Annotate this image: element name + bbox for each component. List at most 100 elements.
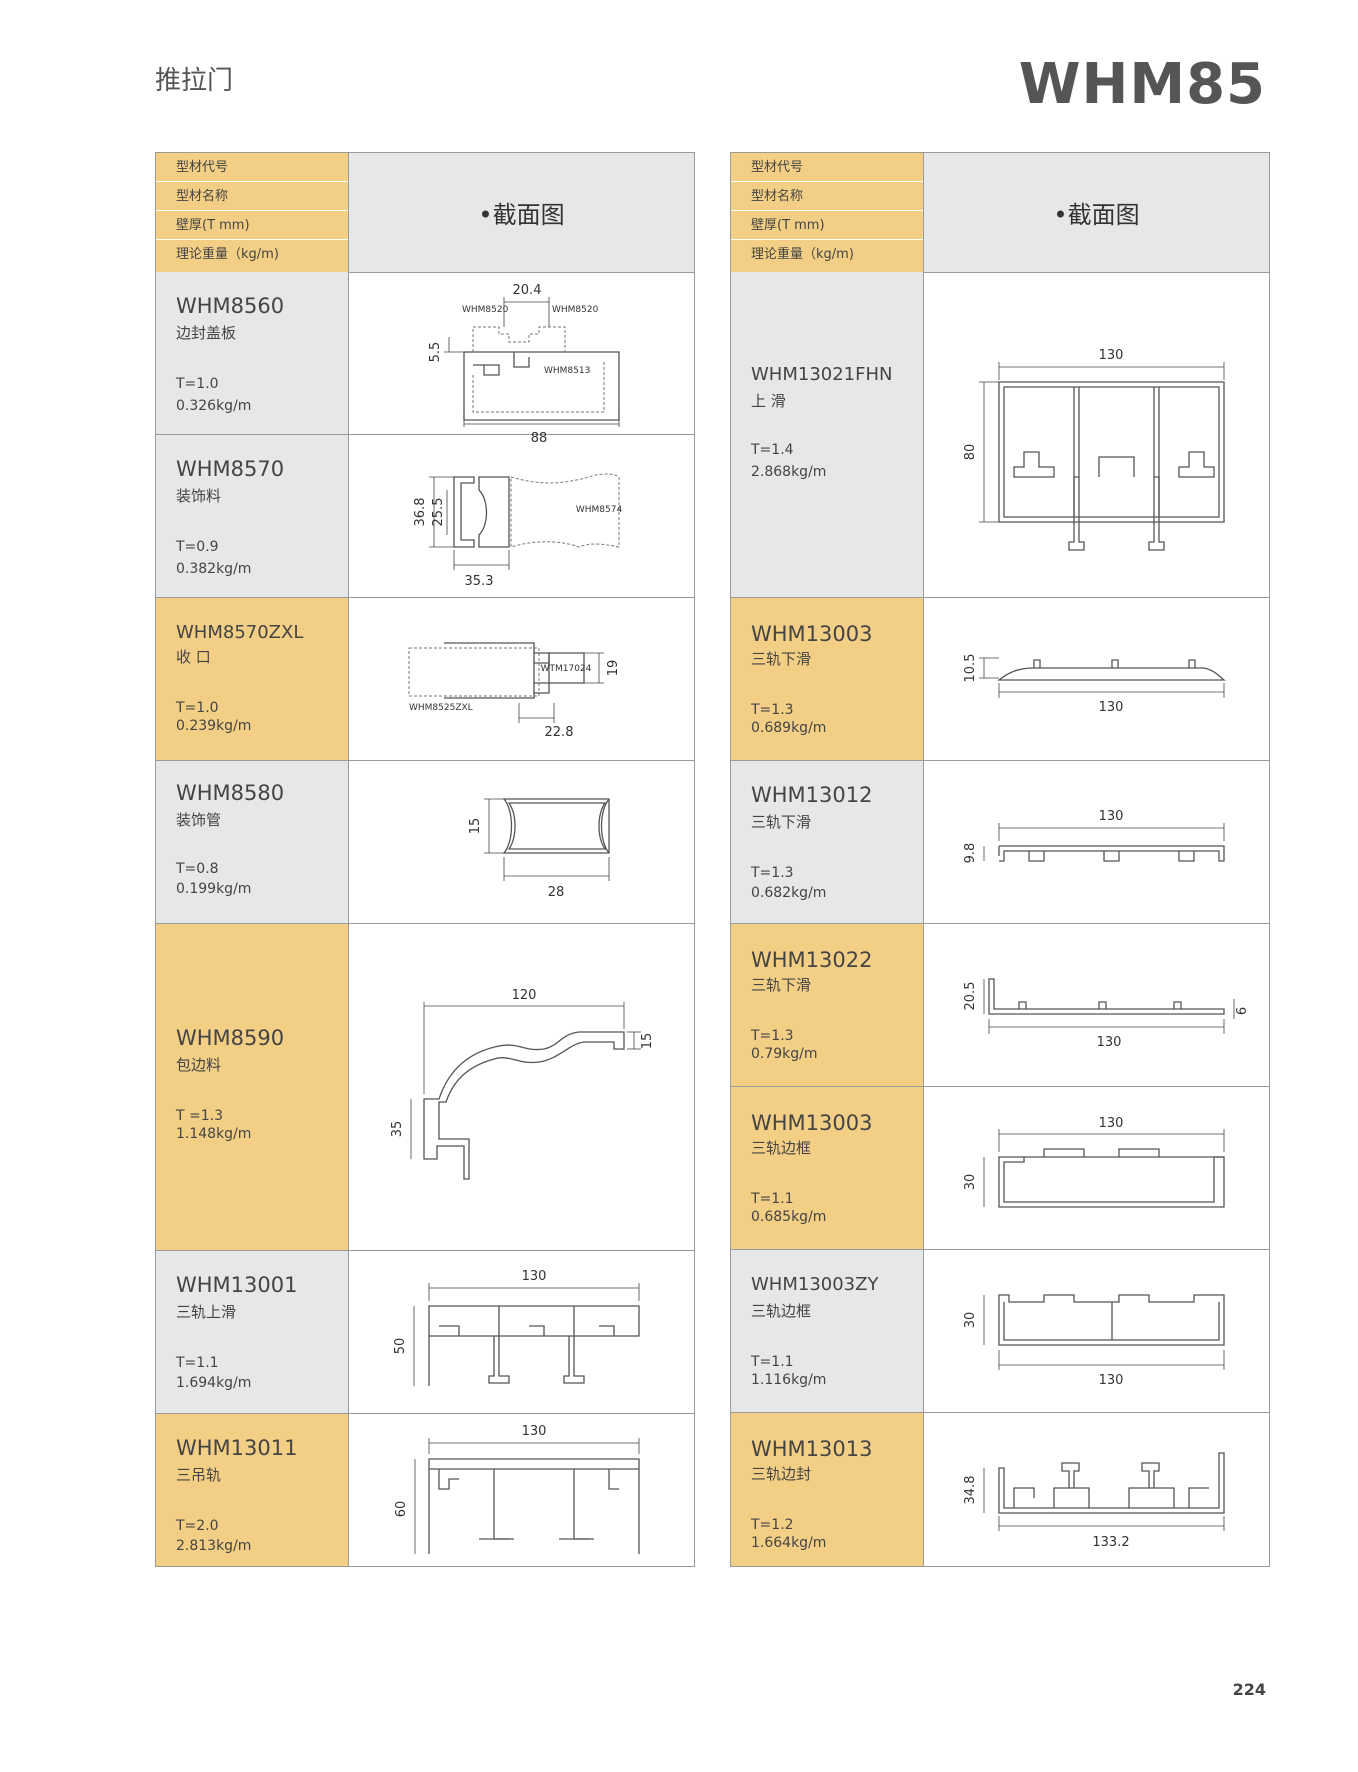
header-weight-label: 理论重量（kg/m)	[176, 247, 279, 262]
dim-label: 130	[522, 1424, 547, 1439]
table-row: WHM8590 包边料 T =1.3 1.148kg/m 120 15 35	[156, 924, 694, 1251]
dim-label: 35.3	[465, 574, 494, 589]
drawing-note: WTM17024	[541, 664, 592, 674]
page-number: 224	[1232, 1680, 1266, 1699]
page-title: 推拉门	[155, 66, 234, 96]
section-drawing: 15 28	[349, 761, 694, 923]
profile-name: 三轨边框	[751, 1139, 812, 1157]
profile-name: 收 口	[176, 648, 211, 666]
dim-label: 36.8	[413, 498, 428, 527]
section-drawing: 30 130	[924, 1250, 1269, 1412]
profile-code: WHM13001	[176, 1273, 298, 1297]
profile-weight: 0.239kg/m	[176, 718, 252, 734]
section-diagram: 130 50	[393, 1269, 640, 1386]
header-thickness-label: 壁厚(T mm)	[731, 211, 923, 240]
header-name-label: 型材名称	[156, 182, 348, 211]
profile-thickness: T=1.0	[176, 376, 219, 392]
profile-name: 三轨边框	[751, 1302, 812, 1320]
dim-label: 5.5	[428, 342, 443, 363]
profile-name: 装饰管	[176, 811, 222, 829]
table-header: 型材代号 型材名称 壁厚(T mm) 理论重量（kg/m) •截面图	[731, 153, 1269, 273]
profile-weight: 0.682kg/m	[751, 885, 827, 901]
drawing-note: WHM8520	[552, 305, 599, 315]
section-diagram: 130 60	[394, 1424, 640, 1554]
profile-info: WHM8580 装饰管 T=0.8 0.199kg/m	[156, 761, 349, 923]
profile-info: WHM8590 包边料 T =1.3 1.148kg/m	[156, 924, 349, 1250]
dim-label: 6	[1235, 1007, 1250, 1015]
profile-info: WHM13021FHN 上 滑 T=1.4 2.868kg/m	[731, 272, 924, 597]
section-diagram: 130 80	[963, 348, 1225, 551]
profile-info: WHM13022 三轨下滑 T=1.3 0.79kg/m	[731, 924, 924, 1086]
section-diagram: WTM17024 WHM8525ZXL 19 22.8	[408, 642, 621, 740]
profile-weight: 0.689kg/m	[751, 720, 827, 736]
profile-weight: 0.79kg/m	[751, 1046, 818, 1062]
profile-code: WHM13012	[751, 783, 873, 807]
section-diagram: 10.5 130	[963, 654, 1226, 715]
header-code-label: 型材代号	[731, 153, 923, 182]
section-diagram: 34.8 133.2	[963, 1452, 1225, 1550]
table-row: WHM8570ZXL 收 口 T=1.0 0.239kg/m WTM17024 …	[156, 598, 694, 761]
profile-code: WHM13003	[751, 622, 873, 646]
profile-thickness: T=1.1	[176, 1355, 219, 1371]
section-diagram: 120 15 35	[390, 988, 655, 1180]
profile-thickness: T=0.8	[176, 861, 219, 877]
section-drawing: 20.5 6 130	[924, 924, 1269, 1086]
section-drawing: 20.4 5.5 88 WHM8520 WHM8520 WHM8513	[349, 272, 694, 446]
table-row: WHM8560 边封盖板 T=1.0 0.326kg/m 20.4	[156, 272, 694, 446]
header-name-label: 型材名称	[731, 182, 923, 211]
drawing-note: WHM8525ZXL	[409, 703, 473, 713]
dim-label: 34.8	[963, 1476, 978, 1505]
dim-label: 19	[606, 660, 621, 677]
dim-label: 20.5	[963, 982, 978, 1011]
dim-label: 133.2	[1092, 1535, 1129, 1550]
profile-code: WHM13003ZY	[751, 1274, 879, 1295]
series-title: WHM85	[1018, 52, 1266, 117]
drawing-note: WHM8513	[544, 366, 590, 376]
table-row: WHM13021FHN 上 滑 T=1.4 2.868kg/m	[731, 272, 1269, 598]
section-drawing: 34.8 133.2	[924, 1413, 1269, 1566]
profile-info: WHM13012 三轨下滑 T=1.3 0.682kg/m	[731, 761, 924, 923]
section-diagram: 30 130	[963, 1294, 1225, 1388]
section-drawing: 36.8 25.5 35.3 WHM8574	[349, 435, 694, 597]
header-labels: 型材代号 型材名称 壁厚(T mm) 理论重量（kg/m)	[156, 153, 349, 272]
profile-code: WHM8560	[176, 294, 285, 318]
profile-name: 三吊轨	[176, 1466, 222, 1484]
table-row: WHM13003ZY 三轨边框 T=1.1 1.116kg/m 30 130	[731, 1250, 1269, 1413]
dim-label: 15	[468, 818, 483, 835]
profile-name: 三轨边封	[751, 1465, 812, 1483]
section-diagram: 130 9.8	[963, 809, 1225, 863]
section-diagram: 36.8 25.5 35.3 WHM8574	[413, 473, 623, 589]
profile-info: WHM8560 边封盖板 T=1.0 0.326kg/m	[156, 272, 349, 434]
section-drawing: 120 15 35	[349, 924, 694, 1250]
section-drawing: 10.5 130	[924, 598, 1269, 760]
drawing-note: WHM8574	[576, 505, 623, 515]
profile-info: WHM13003ZY 三轨边框 T=1.1 1.116kg/m	[731, 1250, 924, 1412]
profile-name: 三轨下滑	[751, 976, 812, 994]
table-row: WHM8580 装饰管 T=0.8 0.199kg/m 15 28	[156, 761, 694, 924]
profile-thickness: T=1.1	[751, 1354, 794, 1370]
profile-weight: 1.664kg/m	[751, 1535, 827, 1551]
section-drawing: WTM17024 WHM8525ZXL 19 22.8	[349, 598, 694, 760]
dim-label: 30	[963, 1174, 978, 1191]
header-section-label: •截面图	[924, 153, 1269, 272]
dim-label: 22.8	[545, 725, 574, 740]
section-drawing: 130 30	[924, 1087, 1269, 1249]
table-row: WHM13012 三轨下滑 T=1.3 0.682kg/m 130 9.8	[731, 761, 1269, 924]
table-header: 型材代号 型材名称 壁厚(T mm) 理论重量（kg/m) •截面图	[156, 153, 694, 273]
dim-label: 25.5	[431, 498, 446, 527]
profile-info: WHM13013 三轨边封 T=1.2 1.664kg/m	[731, 1413, 924, 1566]
profile-name: 包边料	[176, 1056, 222, 1074]
profile-code: WHM13011	[176, 1436, 298, 1460]
profile-thickness: T=1.1	[751, 1191, 794, 1207]
profile-info: WHM13003 三轨边框 T=1.1 0.685kg/m	[731, 1087, 924, 1249]
table-row: WHM13011 三吊轨 T=2.0 2.813kg/m 130 60	[156, 1414, 694, 1566]
dim-label: 28	[548, 885, 565, 900]
dim-label: 130	[1099, 1116, 1124, 1131]
table-row: WHM13003 三轨下滑 T=1.3 0.689kg/m 10.5 130	[731, 598, 1269, 761]
profile-thickness: T=1.2	[751, 1517, 794, 1533]
profile-weight: 0.685kg/m	[751, 1209, 827, 1225]
profile-weight: 2.813kg/m	[176, 1538, 252, 1554]
profile-thickness: T=1.3	[751, 865, 794, 881]
profile-weight: 1.116kg/m	[751, 1372, 827, 1388]
profile-info: WHM13011 三吊轨 T=2.0 2.813kg/m	[156, 1414, 349, 1566]
